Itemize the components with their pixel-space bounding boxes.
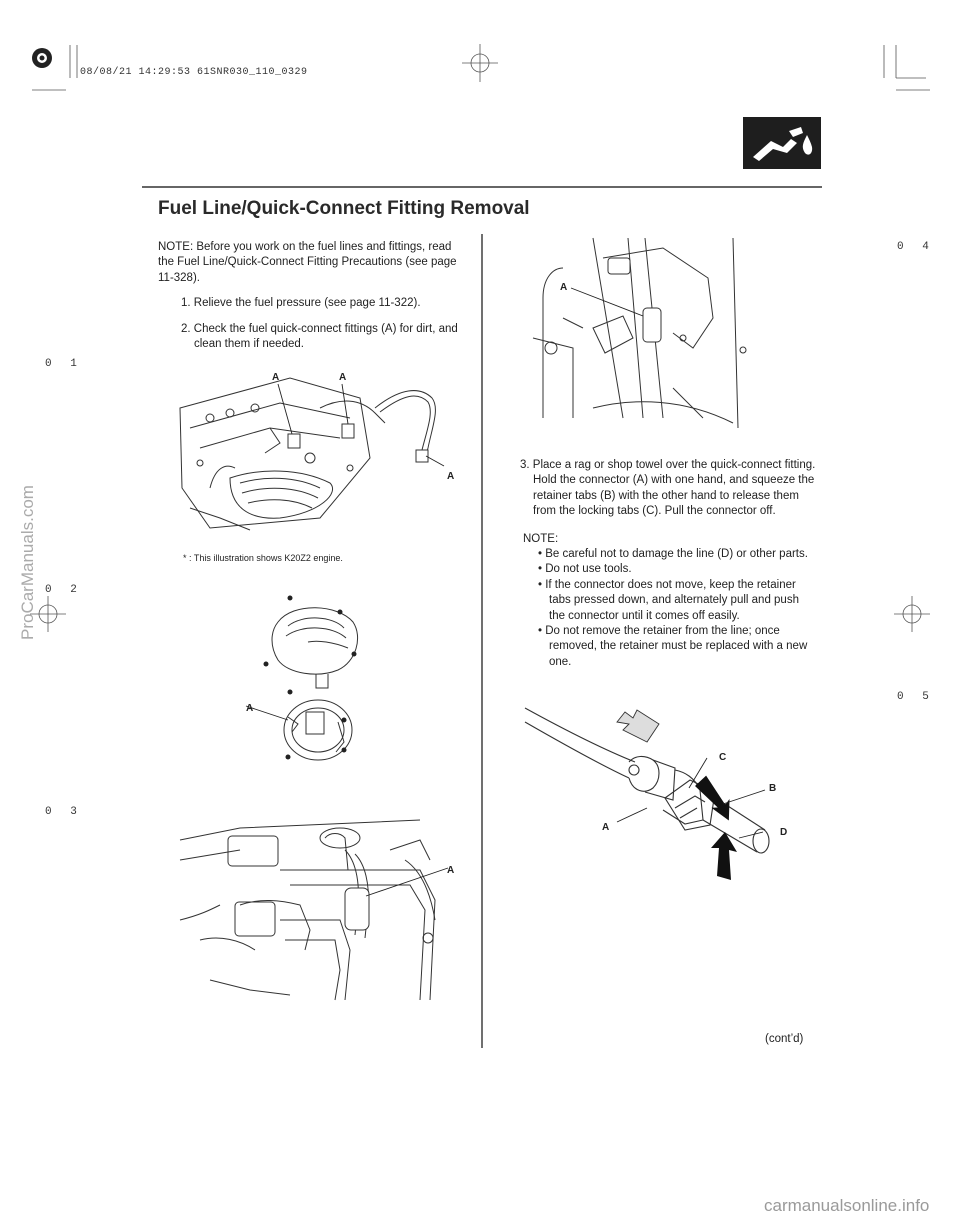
callout-a: A bbox=[339, 372, 347, 383]
print-timestamp: 08/08/21 14:29:53 61SNR030_110_0329 bbox=[80, 67, 308, 78]
left-column-text: NOTE: Before you work on the fuel lines … bbox=[158, 240, 468, 352]
connector-release-illustration bbox=[524, 707, 770, 880]
fuel-nozzle-icon bbox=[743, 117, 821, 169]
callout-a: A bbox=[246, 703, 254, 714]
note-item: • Do not use tools. bbox=[538, 563, 632, 576]
callout-a: A bbox=[447, 865, 455, 876]
callout-d: D bbox=[780, 827, 788, 838]
margin-number: 0 4 bbox=[897, 241, 935, 253]
callout-a: A bbox=[272, 372, 280, 383]
continued-label: (cont’d) bbox=[765, 1033, 804, 1045]
note-item: • Be careful not to damage the line (D) … bbox=[538, 548, 808, 561]
step-3: 3. Place a rag or shop towel over the qu… bbox=[520, 459, 816, 518]
step-2: 2. Check the fuel quick-connect fittings… bbox=[181, 322, 458, 351]
callout-a: A bbox=[560, 282, 568, 293]
note-item: • Do not remove the retainer from the li… bbox=[538, 625, 808, 668]
fuel-filter-illustration bbox=[179, 819, 449, 1001]
callout-b: B bbox=[769, 783, 777, 794]
margin-number: 0 1 bbox=[45, 358, 83, 370]
note-item: • If the connector does not move, keep t… bbox=[538, 578, 799, 622]
fuel-pump-illustration bbox=[245, 595, 358, 761]
callout-c: C bbox=[719, 752, 727, 763]
page-title: Fuel Line/Quick-Connect Fitting Removal bbox=[158, 198, 530, 219]
figure-caption: * : This illustration shows K20Z2 engine… bbox=[183, 553, 343, 563]
note-label: NOTE: bbox=[523, 532, 559, 545]
side-watermark: ProCarManuals.com bbox=[18, 485, 37, 640]
bottom-watermark: carmanualsonline.info bbox=[764, 1196, 930, 1215]
precaution-note: NOTE: Before you work on the fuel lines … bbox=[158, 241, 457, 284]
margin-number: 0 3 bbox=[45, 806, 83, 818]
margin-number: 0 5 bbox=[897, 691, 935, 703]
engine-bay-illustration bbox=[179, 377, 445, 531]
margin-number: 0 2 bbox=[45, 584, 83, 596]
callout-a: A bbox=[602, 822, 610, 833]
callout-a: A bbox=[447, 471, 455, 482]
quick-connect-bracket-illustration bbox=[532, 237, 747, 429]
step-1: 1. Relieve the fuel pressure (see page 1… bbox=[181, 297, 421, 310]
right-column-text: 3. Place a rag or shop towel over the qu… bbox=[497, 458, 817, 670]
